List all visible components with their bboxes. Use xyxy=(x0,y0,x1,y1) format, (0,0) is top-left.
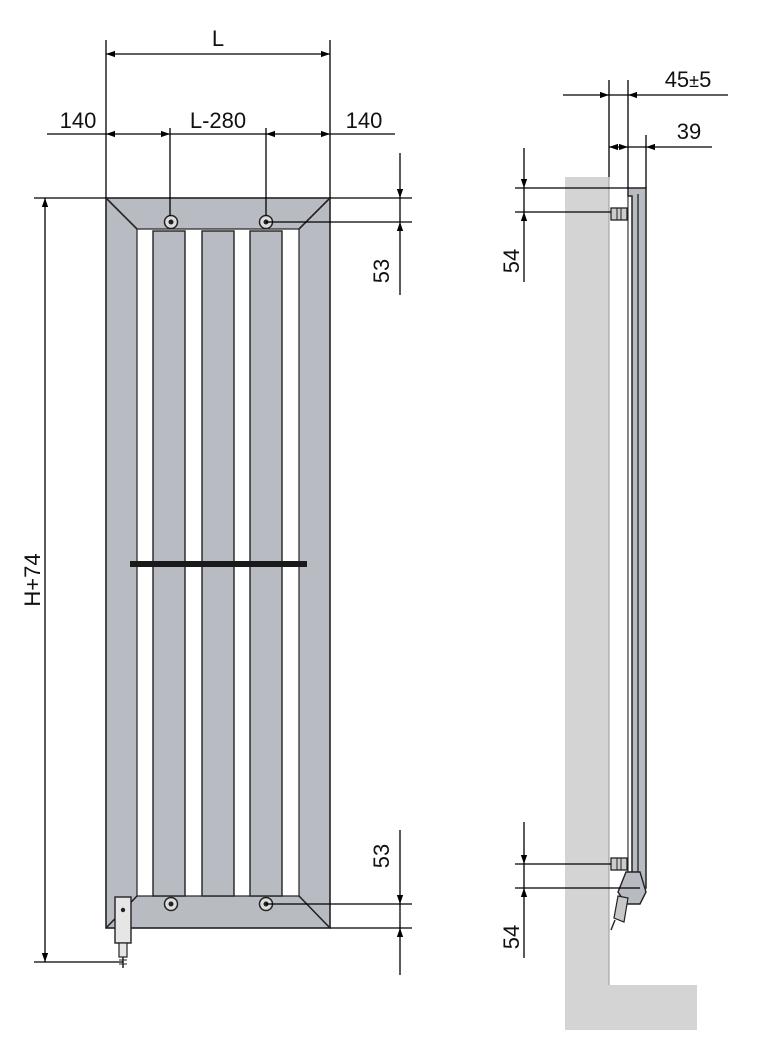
bracket-hole-top-left xyxy=(163,214,179,230)
left-margin-label: 140 xyxy=(60,108,97,133)
dimension-depth: 39 xyxy=(609,119,712,151)
right-margin-label: 140 xyxy=(346,108,383,133)
width-label: L xyxy=(212,26,224,51)
side-valve xyxy=(610,871,647,931)
horizontal-bar xyxy=(130,561,307,567)
dimension-wall-distance: 45±5 xyxy=(563,67,728,188)
dimension-bottom-bracket-offset: 53 xyxy=(266,830,412,975)
side-view: 45±5 39 54 54 xyxy=(499,67,728,1030)
center-span-label: L-280 xyxy=(190,108,246,133)
dimension-top-bracket-offset: 53 xyxy=(266,153,412,295)
top-bracket-offset-label: 53 xyxy=(369,259,394,283)
dimension-bracket-spacing: 140 L-280 140 xyxy=(47,108,395,216)
frame-bevel-tr xyxy=(298,197,331,230)
bottom-bracket-offset-label: 53 xyxy=(369,844,394,868)
side-bottom-bracket xyxy=(610,857,628,871)
height-label: H+74 xyxy=(20,553,45,606)
wall-section xyxy=(565,177,697,1030)
side-top-bracket-label: 54 xyxy=(499,249,524,273)
wall-distance-label: 45±5 xyxy=(665,67,712,92)
tolerance-symbol: ± xyxy=(689,71,699,91)
side-bottom-bracket-label: 54 xyxy=(499,925,524,949)
dimension-side-bottom-bracket: 54 xyxy=(499,822,640,958)
tolerance-value: 5 xyxy=(699,67,711,92)
frame-bevel-tl xyxy=(105,197,138,230)
side-top-bracket xyxy=(610,207,628,221)
dimension-height: H+74 xyxy=(20,197,123,963)
valve-connection xyxy=(114,896,132,968)
wall-distance-value: 45 xyxy=(665,67,689,92)
dimension-side-top-bracket: 54 xyxy=(499,148,628,282)
front-view: L 140 L-280 140 H+74 xyxy=(20,26,412,975)
dimension-width: L xyxy=(105,26,331,198)
frame-bevel-br xyxy=(298,895,331,929)
radiator-side-profile xyxy=(627,187,647,889)
bracket-hole-bottom-left xyxy=(163,896,179,912)
depth-label: 39 xyxy=(677,119,701,144)
